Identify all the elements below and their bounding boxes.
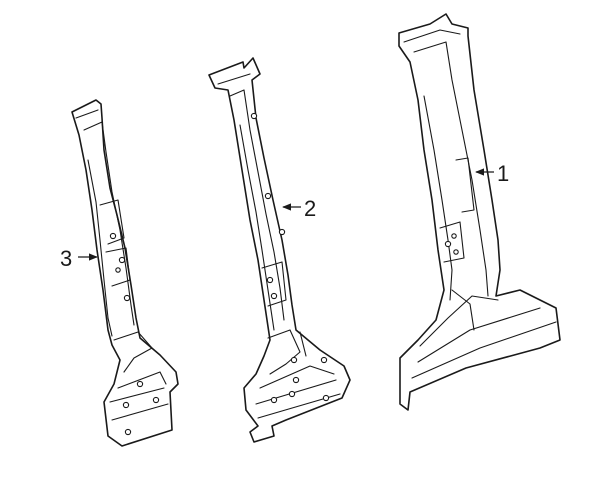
callout-2: 2 (282, 196, 316, 221)
callout-1-label: 1 (497, 161, 509, 186)
callout-2-label: 2 (304, 196, 316, 221)
pillar-part-3[interactable] (71, 99, 179, 447)
pillar-part-1[interactable] (398, 13, 561, 411)
callout-3: 3 (60, 246, 98, 271)
pillar-part-2[interactable] (208, 57, 351, 443)
callout-3-label: 3 (60, 246, 72, 271)
callout-1: 1 (475, 161, 509, 186)
